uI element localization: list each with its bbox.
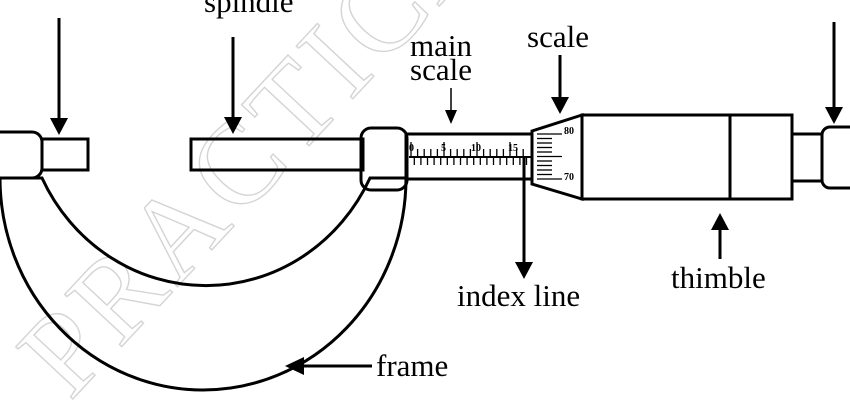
thimble-tick-80: 80 — [564, 126, 574, 137]
thimble-body — [580, 113, 732, 201]
spindle — [189, 137, 365, 172]
ratchet-arrowhead — [825, 107, 843, 124]
main-scale-arrowhead — [445, 110, 457, 124]
thimble-arrowhead — [711, 213, 729, 230]
thimble-scale-ticks — [537, 133, 562, 180]
ratchet-knob — [820, 125, 850, 190]
anvil-base — [0, 130, 44, 180]
main-scale-tick-15: 15 — [508, 143, 518, 154]
thimble-label: thimble — [671, 260, 766, 295]
frame-arrowhead — [285, 357, 304, 375]
frame — [0, 176, 408, 392]
main-scale-label-line1: main — [410, 28, 472, 63]
spindle-arrowhead — [224, 117, 242, 134]
main-scale-label-line2: scale — [410, 52, 472, 87]
main-scale-tick-0: 0 — [409, 143, 414, 154]
anvil — [40, 137, 90, 172]
thimble-knurl — [728, 113, 794, 201]
main-scale-tick-10: 10 — [471, 143, 481, 154]
ratchet-neck — [790, 132, 824, 183]
index-line-arrowhead — [515, 262, 533, 279]
frame-label: frame — [376, 348, 448, 383]
anvil-arrowhead — [50, 118, 68, 135]
thimble-scale-label: scale — [527, 19, 589, 54]
thimble-scale-arrowhead — [551, 97, 569, 114]
main-scale-ticks — [410, 142, 528, 165]
main-scale-tick-5: 5 — [441, 143, 446, 154]
index-line-label: index line — [457, 278, 580, 313]
thimble-tick-70: 70 — [564, 172, 574, 183]
spindle-label: spindle — [204, 0, 294, 19]
